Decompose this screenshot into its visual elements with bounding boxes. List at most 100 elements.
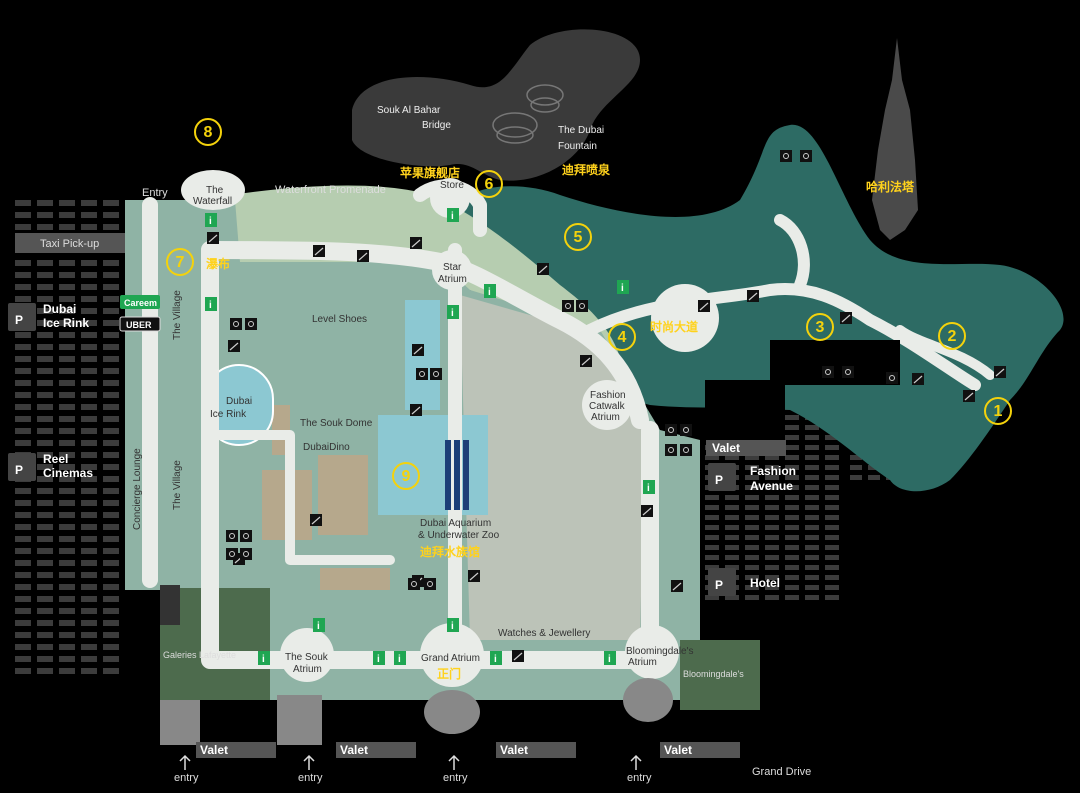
label-star-atrium-1: Star [443,262,462,273]
parking-space [103,212,119,218]
escalator-icon-glyph [314,247,324,256]
parking-space [37,464,53,470]
escalator-icon-glyph [841,314,851,323]
label-bloomingdales-atrium-1: Bloomingdale's [626,646,694,657]
parking-space [103,608,119,614]
restroom-icon-glyph [783,153,789,159]
parking-space [765,455,779,460]
info-icon [447,618,459,632]
restroom-icon [665,444,677,456]
parking-space [825,435,839,440]
parking-space [825,455,839,460]
parking-space [81,452,97,458]
restroom-icon-glyph [579,303,585,309]
restroom-icon [226,548,238,560]
parking-space [745,495,759,500]
parking-space [15,500,31,506]
parking-space [805,575,819,580]
parking-space [805,435,819,440]
parking-space [103,548,119,554]
parking-space [745,565,759,570]
parking-space [81,560,97,566]
label-ice-rink-inner-1: Dubai [226,396,252,407]
parking-space [103,440,119,446]
info-icon-glyph: i [398,654,401,665]
atria [181,170,719,687]
parking-space [15,512,31,518]
parking-space [805,485,819,490]
restroom-icon [245,318,257,330]
escalator-icon-glyph [538,265,548,274]
parking-space [725,505,739,510]
parking-space [785,525,799,530]
p-fashion-avenue-1: Fashion [750,464,796,478]
parking-space [103,644,119,650]
parking-space [785,495,799,500]
info-icon [205,213,217,227]
parking-space [37,668,53,674]
parking-space [765,575,779,580]
restroom-icon-glyph [683,427,689,433]
parking-space [15,620,31,626]
parking-space [59,620,75,626]
parking-space [765,475,779,480]
escalator-icon-glyph [581,357,591,366]
info-icon-glyph: i [451,308,454,319]
marker-9-label: 9 [402,468,411,485]
restroom-icon-glyph [243,551,249,557]
parking-space [37,440,53,446]
valet-1: Valet [200,743,228,757]
parking-space [81,392,97,398]
parking-space [59,512,75,518]
parking-space [81,632,97,638]
parking-space [59,404,75,410]
parking-space [785,435,799,440]
parking-space [725,535,739,540]
restroom-icon-glyph [668,447,674,453]
parking-space [81,488,97,494]
parking-space [745,515,759,520]
cn-dubai-fountain: 迪拜喷泉 [562,162,611,177]
label-aquarium-1: Dubai Aquarium [420,518,491,529]
entry-4: entry [627,772,652,784]
taxi-pickup-bar [15,233,125,253]
info-icon [490,651,502,665]
parking-space [37,332,53,338]
parking-space [850,455,862,460]
parking-space [103,272,119,278]
info-icon-glyph: i [209,216,212,227]
parking-space [103,428,119,434]
label-bloomingdales: Bloomingdale's [683,669,744,679]
parking-space [785,485,799,490]
parking-space [103,392,119,398]
parking-space [15,284,31,290]
parking-space [765,535,779,540]
info-icon-glyph: i [621,283,624,294]
parking-space [103,356,119,362]
parking-space [37,452,53,458]
parking-space [725,595,739,600]
parking-space [37,380,53,386]
restroom-icon-glyph [565,303,571,309]
parking-space [37,500,53,506]
parking-space [805,595,819,600]
marker-8-ring [194,118,222,146]
marker-5-label: 5 [574,229,583,246]
parking-space [705,555,719,560]
parking-space [745,455,759,460]
p-symbol-1: P [15,313,23,327]
parking-space [765,505,779,510]
parking-space [59,428,75,434]
escalator-icon-glyph [358,252,368,261]
parking-space [103,512,119,518]
parking-space [81,308,97,314]
info-icon [205,297,217,311]
parking-space [81,272,97,278]
escalator-icon-glyph [642,507,652,516]
escalator-icon-glyph [411,406,421,415]
parking-space [825,585,839,590]
parking-space [59,644,75,650]
parking-space [15,596,31,602]
label-waterfront-promenade: Waterfront Promenade [275,184,386,196]
